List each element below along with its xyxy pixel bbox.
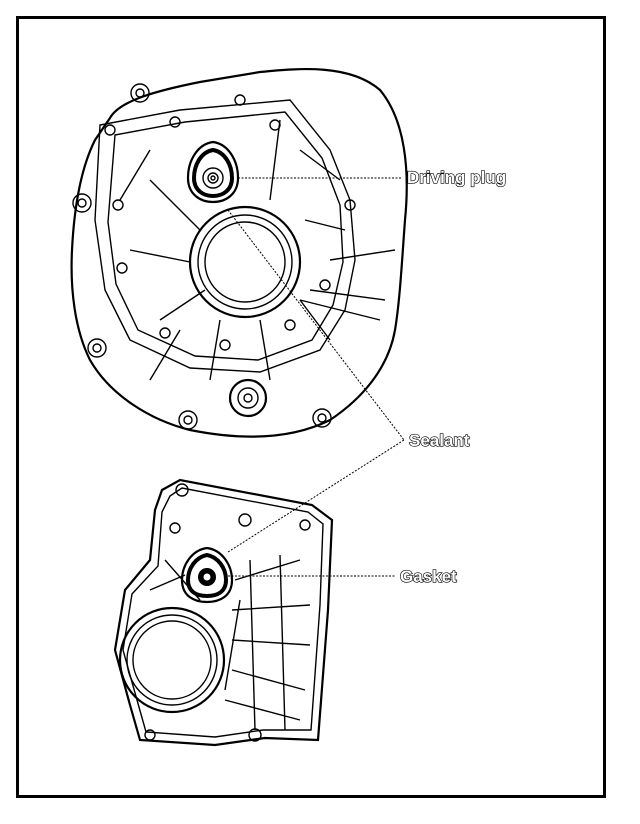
lower-case-cover [113, 478, 334, 747]
upper-transmission-case [70, 68, 408, 438]
sealant-label: Sealant [409, 431, 470, 450]
gasket-label: Gasket [400, 567, 457, 586]
driving-plug-label: Driving plug [407, 168, 506, 187]
diagram-frame [16, 16, 606, 798]
sealant-leader-lower [227, 439, 405, 553]
sealant-leader-upper [227, 209, 405, 441]
